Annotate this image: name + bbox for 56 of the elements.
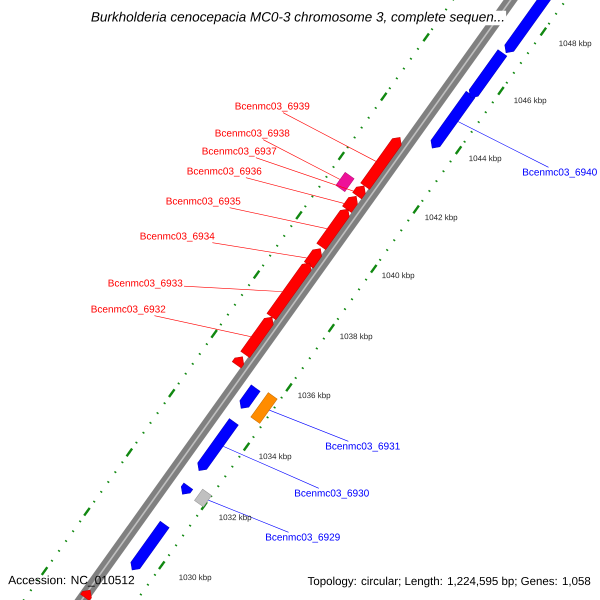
leader-line [212, 242, 307, 258]
gene-block [504, 0, 552, 53]
scale-label: 1030 kbp [179, 574, 212, 582]
leader-line [269, 410, 349, 442]
footer-text: Topology: circular; Length: 1,224,595 bp; Genes: 1,058 [306, 576, 592, 588]
gene-label: Bcenmc03_6932 [92, 306, 166, 314]
scale-label: 1032 kbp [219, 514, 252, 522]
leader-line [223, 446, 320, 489]
gene-block [360, 137, 402, 190]
leader-line [458, 121, 549, 168]
scale-label: 1042 kbp [425, 214, 458, 222]
gene-block [304, 248, 322, 268]
gene-block [352, 186, 366, 200]
gene-label: Bcenmc03_6935 [166, 198, 240, 206]
gene-block [342, 196, 358, 213]
gene-block [250, 392, 278, 424]
leader-line [208, 500, 289, 533]
gene-block [240, 316, 274, 358]
gene-label: Bcenmc03_6939 [236, 102, 310, 112]
scale-label: 1038 kbp [340, 333, 372, 341]
gene-label: Bcenmc03_6938 [216, 130, 290, 138]
gene-label: Bcenmc03_6934 [140, 232, 214, 242]
leader-line [262, 139, 340, 180]
gene-block [232, 356, 244, 368]
gene-label: Bcenmc03_6936 [188, 168, 262, 176]
leader-line [229, 207, 328, 229]
gene-block [468, 49, 508, 98]
scale-label: 1048 kbp [559, 40, 592, 48]
leader-line [282, 112, 376, 162]
gene-block [194, 488, 212, 508]
gene-label: Bcenmc03_6940 [523, 168, 597, 178]
scale-label: 1046 kbp [514, 97, 546, 105]
gene-label: Bcenmc03_6933 [108, 280, 182, 288]
gene-block [266, 262, 312, 320]
gene-block [336, 172, 354, 192]
scale-label: 1040 kbp [382, 272, 414, 280]
scale-label: 1034 kbp [259, 453, 292, 461]
gene-label: Bcenmc03_6931 [326, 442, 400, 452]
leader-line [256, 157, 354, 192]
gene-block [80, 590, 92, 600]
gene-block [180, 482, 194, 495]
footer-text: Accession: NC_010512 [8, 575, 134, 587]
gene-block [240, 384, 260, 409]
gene-label: Bcenmc03_6929 [266, 534, 340, 542]
gene-block [197, 418, 239, 471]
scale-label: 1036 kbp [298, 392, 330, 400]
gene-block [130, 521, 170, 570]
gene-block [316, 208, 350, 250]
gene-label: Bcenmc03_6937 [202, 148, 276, 156]
leader-line [154, 315, 252, 337]
scale-label: 1044 kbp [469, 155, 502, 163]
gene-block [430, 90, 476, 148]
gene-label: Bcenmc03_6930 [295, 490, 369, 498]
title: Burkholderia cenocepacia MC0-3 chromosome 3, complete sequen... [90, 10, 506, 26]
leader-line [246, 177, 344, 204]
leader-line [184, 286, 282, 292]
